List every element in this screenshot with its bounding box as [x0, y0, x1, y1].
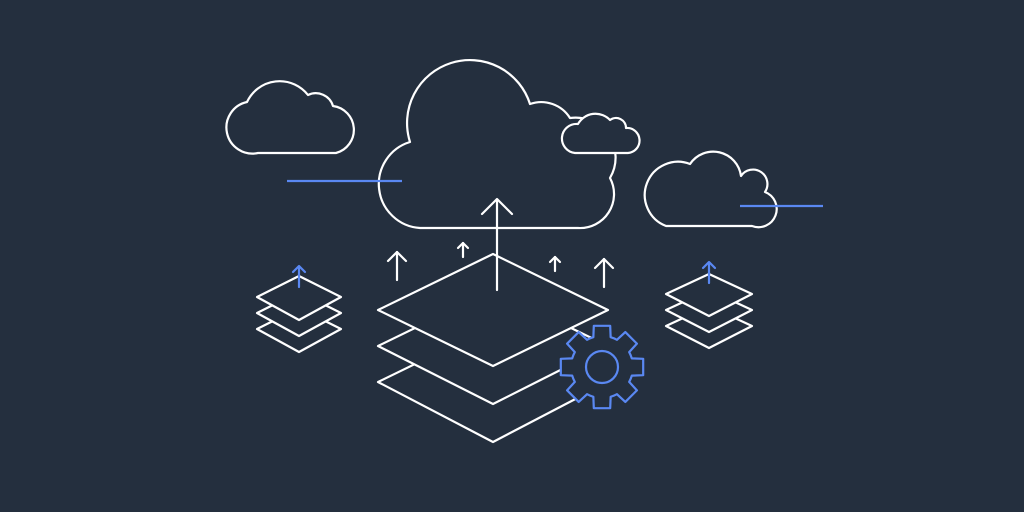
layers-icon [664, 272, 754, 350]
arrow-up-icon [456, 241, 470, 259]
arrow-up-icon [548, 255, 562, 273]
arrow-up-icon [386, 250, 408, 282]
cloud-icon [225, 80, 355, 155]
layers-icon [255, 274, 343, 354]
arrow-up-icon [480, 197, 514, 292]
cloud-icon [377, 58, 617, 230]
arrow-up-icon [593, 257, 615, 289]
cloud-icon [560, 112, 641, 155]
layers-icon [376, 252, 610, 444]
gear-icon [559, 324, 645, 410]
arrow-up-icon [291, 264, 307, 289]
arrow-up-icon [701, 260, 717, 285]
